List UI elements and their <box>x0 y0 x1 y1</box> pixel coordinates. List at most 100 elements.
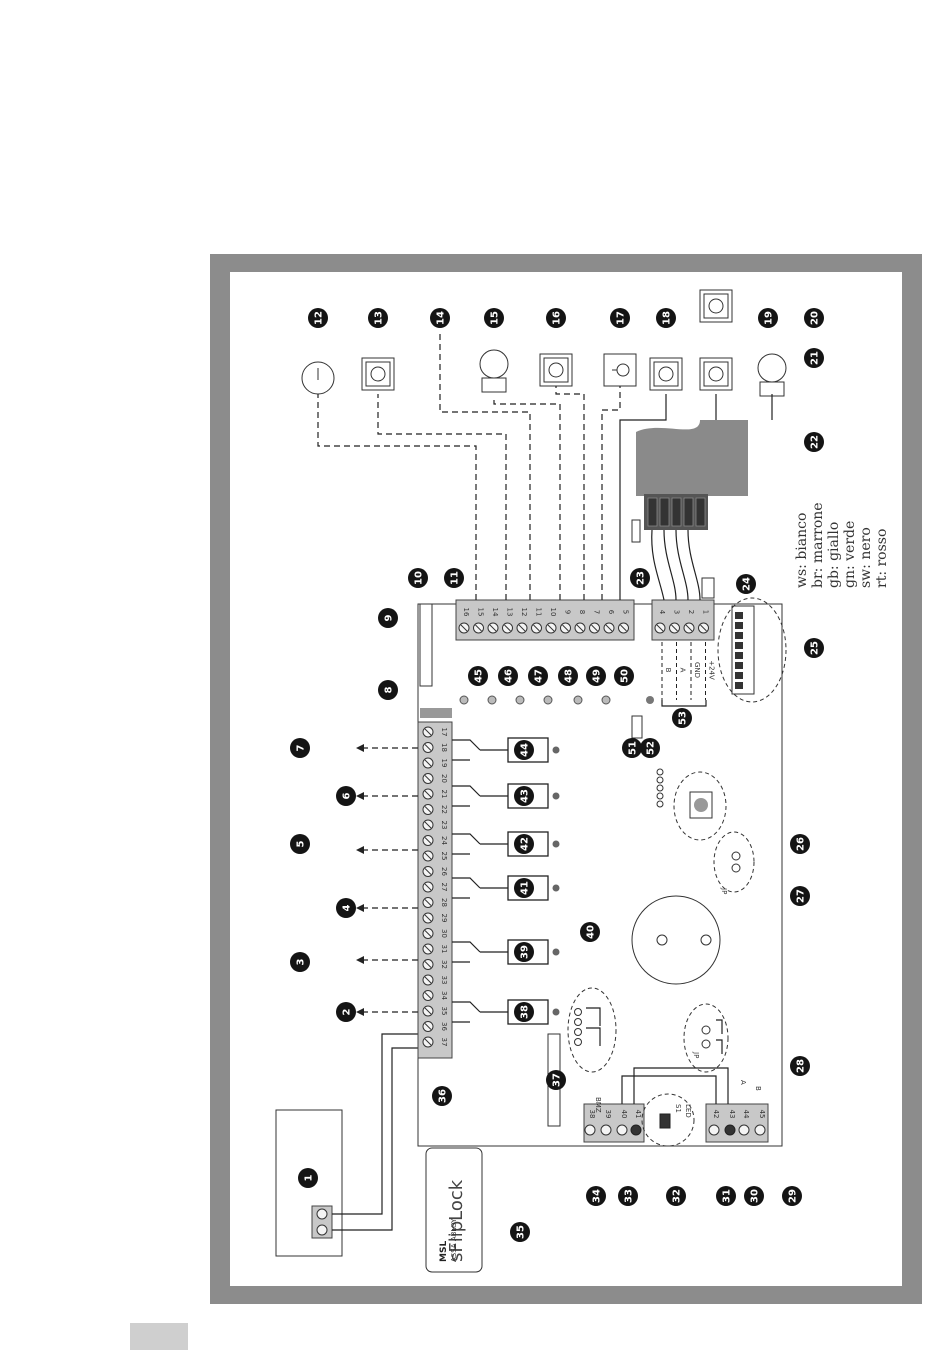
switch-19 <box>699 289 733 323</box>
left-terminal-number: 21 <box>440 790 448 799</box>
callout-marker <box>514 1002 534 1022</box>
callout-number: 28 <box>796 1059 807 1073</box>
callout-number: 29 <box>788 1189 799 1203</box>
callout-number: 2 <box>342 1008 353 1015</box>
callout-marker <box>378 680 398 700</box>
callout-number: 10 <box>414 571 425 585</box>
callout-number: 44 <box>520 743 531 757</box>
callout-marker <box>484 308 504 328</box>
bottom-terminal-number: 45 <box>758 1110 766 1119</box>
callout-marker <box>432 1086 452 1106</box>
bottom-terminal-strip-right <box>705 1103 769 1143</box>
top-terminal-number: 5 <box>622 610 630 614</box>
callout-number: 26 <box>796 837 807 851</box>
callout-number: 40 <box>586 925 597 939</box>
callout-number: 8 <box>384 686 395 693</box>
bottom-terminal-number: 43 <box>728 1110 736 1119</box>
bus-cable <box>636 420 748 496</box>
product-name: sFlipLock <box>446 1179 467 1262</box>
callout-marker <box>290 834 310 854</box>
left-terminal-number: 32 <box>440 960 448 969</box>
callout-marker <box>546 1070 566 1090</box>
bus-b-label: B <box>754 1086 762 1091</box>
callout-number: 50 <box>620 669 631 683</box>
left-terminal-number: 27 <box>440 883 448 892</box>
callout-marker <box>514 740 534 760</box>
callout-number: 4 <box>342 904 353 911</box>
callout-number: 7 <box>296 744 307 751</box>
legend-gb: gb: giallo <box>826 522 842 588</box>
bus-line-label: B <box>664 668 672 673</box>
left-terminal-number: 25 <box>440 852 448 861</box>
callout-number: 25 <box>810 641 821 655</box>
bus-terminal-number: 1 <box>702 610 710 614</box>
callout-number: 47 <box>534 669 545 683</box>
bottom-terminal-screw <box>584 1124 596 1136</box>
callout-number: 19 <box>764 311 775 325</box>
callout-number: 27 <box>796 889 807 903</box>
callout-number: 39 <box>520 945 531 959</box>
bus-line-label: A <box>679 668 687 673</box>
switch-13 <box>361 357 395 391</box>
connector-9 <box>419 603 433 687</box>
callout-marker <box>640 738 660 758</box>
callout-number: 12 <box>314 311 325 325</box>
callout-number: 32 <box>672 1189 683 1203</box>
left-terminal-number: 22 <box>440 805 448 814</box>
left-terminal-number: 18 <box>440 743 448 752</box>
bus-terminal-number: 2 <box>687 610 695 614</box>
callout-number: 5 <box>296 840 307 847</box>
callout-marker <box>514 834 534 854</box>
page-number-tab <box>130 1323 188 1350</box>
callout-marker <box>736 574 756 594</box>
brand-plate <box>425 1147 483 1273</box>
jumper-bottom-label: JP <box>692 1051 700 1058</box>
callout-number: 15 <box>490 311 501 325</box>
callout-number: 52 <box>646 741 657 755</box>
left-terminal-number: 23 <box>440 821 448 830</box>
top-terminal-number: 7 <box>593 610 601 614</box>
callout-number: 9 <box>384 614 395 621</box>
top-terminal-number: 10 <box>549 608 557 617</box>
brand-subtext: ASSA ABLOY <box>450 1218 458 1262</box>
s1-label: S1 <box>674 1104 682 1113</box>
callout-number: 31 <box>722 1189 733 1203</box>
callout-marker <box>804 638 824 658</box>
terminal-8-block <box>420 708 452 718</box>
legend-gn: gn: verde <box>842 521 858 588</box>
legend-ws: ws: bianco <box>794 513 810 588</box>
bottom-terminal-screw <box>616 1124 628 1136</box>
bus-a-label: A <box>739 1080 747 1085</box>
bus-terminal-number: 3 <box>673 610 681 614</box>
callout-marker <box>514 786 534 806</box>
callout-marker <box>378 608 398 628</box>
bottom-terminal-number: 40 <box>620 1110 628 1119</box>
legend-rt: rt: rosso <box>874 529 890 588</box>
callout-marker <box>790 886 810 906</box>
callout-number: 16 <box>552 311 563 325</box>
cable-marker <box>631 519 641 543</box>
callout-marker <box>298 1168 318 1188</box>
callout-marker <box>510 1222 530 1242</box>
left-terminal-number: 19 <box>440 759 448 768</box>
switch-20 <box>699 357 733 391</box>
callout-marker <box>804 348 824 368</box>
callout-marker <box>804 308 824 328</box>
bottom-terminal-screw <box>708 1124 720 1136</box>
callout-number: 36 <box>438 1089 449 1103</box>
bmz-label: BMZ <box>594 1097 602 1113</box>
callout-marker <box>622 738 642 758</box>
callout-marker <box>790 1056 810 1076</box>
top-terminal-number: 13 <box>506 608 514 617</box>
callout-marker <box>290 952 310 972</box>
legend-sw: sw: nero <box>858 527 874 588</box>
callout-marker <box>546 308 566 328</box>
callout-marker <box>790 834 810 854</box>
top-terminal-number: 12 <box>520 608 528 617</box>
top-terminal-number: 16 <box>462 608 470 617</box>
callout-number: 24 <box>742 577 753 591</box>
callout-marker <box>666 1186 686 1206</box>
left-terminal-number: 36 <box>440 1022 448 1031</box>
callout-marker <box>804 432 824 452</box>
callout-number: 41 <box>520 881 531 895</box>
